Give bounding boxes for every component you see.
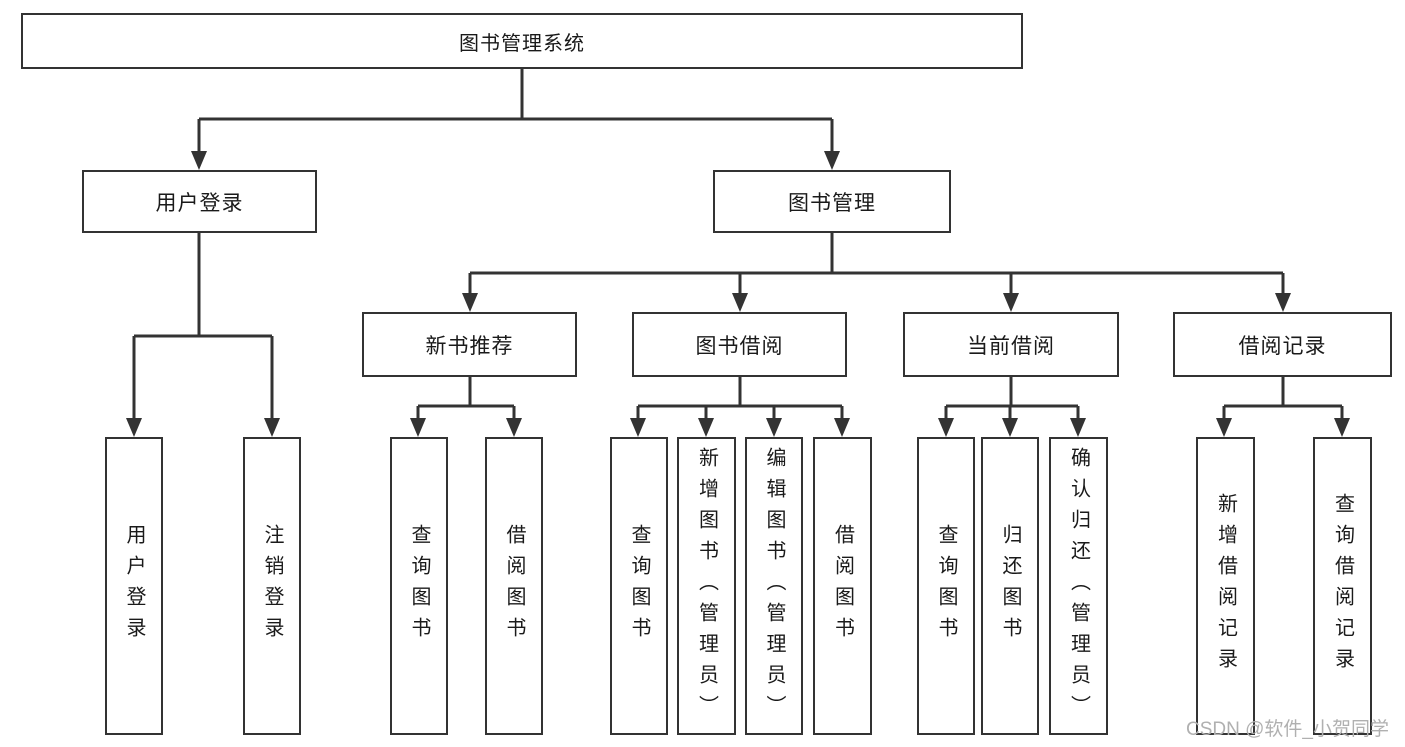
node-borrowing-records-label: 借阅记录 bbox=[1238, 334, 1327, 358]
connector-root-lines bbox=[197, 69, 834, 151]
leaf-query-books-recommend: 查询图书 bbox=[390, 437, 448, 735]
arrowhead-leaf-return-books bbox=[1002, 418, 1018, 437]
arrowhead-leaf-query-books-borrow bbox=[630, 418, 646, 437]
arrowhead-leaf-user-login bbox=[126, 418, 142, 437]
node-user-login-label: 用户登录 bbox=[155, 191, 244, 215]
connector-book-borrow-lines bbox=[636, 377, 844, 418]
leaf-add-borrow-record: 新增借阅记录 bbox=[1196, 437, 1255, 735]
connector-book-management-branch bbox=[462, 233, 1291, 312]
connector-new-book-rec-lines bbox=[416, 377, 516, 418]
leaf-query-borrow-record-label: 查询借阅记录 bbox=[1331, 493, 1354, 679]
arrowhead-leaf-add-books bbox=[698, 418, 714, 437]
leaf-add-borrow-record-label: 新增借阅记录 bbox=[1214, 493, 1237, 679]
node-book-management-label: 图书管理 bbox=[788, 191, 876, 215]
arrowhead-leaf-edit-books bbox=[766, 418, 782, 437]
leaf-return-books: 归还图书 bbox=[981, 437, 1039, 735]
leaf-query-borrow-record: 查询借阅记录 bbox=[1313, 437, 1372, 735]
connector-book-management-lines bbox=[468, 233, 1285, 293]
leaf-query-books-recommend-label: 查询图书 bbox=[408, 524, 430, 648]
node-current-borrowing-label: 当前借阅 bbox=[967, 334, 1055, 358]
arrowhead-leaf-query-books-rec bbox=[410, 418, 426, 437]
node-current-borrowing: 当前借阅 bbox=[903, 312, 1119, 377]
node-root-library-system: 图书管理系统 bbox=[21, 13, 1023, 69]
csdn-watermark: CSDN @软件_小贺同学 bbox=[1186, 719, 1389, 740]
node-book-management: 图书管理 bbox=[713, 170, 951, 233]
leaf-query-books-current-label: 查询图书 bbox=[935, 524, 957, 648]
arrowhead-book-management bbox=[824, 151, 840, 170]
leaf-query-books-borrow-label: 查询图书 bbox=[628, 524, 650, 648]
connector-current-borrow-lines bbox=[944, 377, 1080, 418]
leaf-confirm-return-admin-label: 确认归还（管理员） bbox=[1067, 446, 1090, 726]
node-root-label: 图书管理系统 bbox=[459, 32, 585, 55]
leaf-borrow-books-label: 借阅图书 bbox=[831, 524, 854, 648]
node-new-book-recommend: 新书推荐 bbox=[362, 312, 577, 377]
arrowhead-leaf-add-borrow-record bbox=[1216, 418, 1232, 437]
arrowhead-leaf-borrow-books bbox=[834, 418, 850, 437]
node-new-book-recommend-label: 新书推荐 bbox=[425, 334, 514, 358]
leaf-edit-books-admin-label: 编辑图书（管理员） bbox=[763, 446, 785, 726]
leaf-query-books-current: 查询图书 bbox=[917, 437, 975, 735]
connector-user-login-lines bbox=[132, 233, 274, 418]
connector-user-login-branch bbox=[126, 233, 280, 437]
arrowhead-leaf-logout bbox=[264, 418, 280, 437]
leaf-add-books-admin: 新增图书（管理员） bbox=[677, 437, 736, 735]
arrowhead-new-book-rec bbox=[462, 293, 478, 312]
arrowhead-borrow-records bbox=[1275, 293, 1291, 312]
leaf-borrow-books-recommend-label: 借阅图书 bbox=[503, 524, 525, 648]
arrowhead-leaf-confirm-return bbox=[1070, 418, 1086, 437]
node-user-login: 用户登录 bbox=[82, 170, 317, 233]
node-borrowing-records: 借阅记录 bbox=[1173, 312, 1392, 377]
arrowhead-leaf-borrow-books-rec bbox=[506, 418, 522, 437]
leaf-query-books-borrow: 查询图书 bbox=[610, 437, 668, 735]
connector-borrow-records-branch bbox=[1216, 377, 1350, 437]
connector-current-borrow-branch bbox=[938, 377, 1086, 437]
arrowhead-current-borrow bbox=[1003, 293, 1019, 312]
node-book-borrowing-label: 图书借阅 bbox=[695, 334, 784, 358]
connector-borrow-records-lines bbox=[1222, 377, 1344, 418]
leaf-borrow-books: 借阅图书 bbox=[813, 437, 872, 735]
leaf-logout-label: 注销登录 bbox=[261, 524, 283, 648]
leaf-user-login-label: 用户登录 bbox=[123, 524, 145, 648]
arrowhead-leaf-query-borrow-record bbox=[1334, 418, 1350, 437]
arrowhead-user-login bbox=[191, 151, 207, 170]
leaf-user-login: 用户登录 bbox=[105, 437, 163, 735]
leaf-return-books-label: 归还图书 bbox=[999, 524, 1021, 648]
connector-book-borrow-branch bbox=[630, 377, 850, 437]
arrowhead-leaf-query-books-current bbox=[938, 418, 954, 437]
leaf-add-books-admin-label: 新增图书（管理员） bbox=[695, 446, 718, 726]
node-book-borrowing: 图书借阅 bbox=[632, 312, 847, 377]
connector-new-book-rec-branch bbox=[410, 377, 522, 437]
leaf-confirm-return-admin: 确认归还（管理员） bbox=[1049, 437, 1108, 735]
connector-root-branch bbox=[191, 69, 840, 170]
leaf-logout: 注销登录 bbox=[243, 437, 301, 735]
leaf-borrow-books-recommend: 借阅图书 bbox=[485, 437, 543, 735]
arrowhead-book-borrow bbox=[732, 293, 748, 312]
leaf-edit-books-admin: 编辑图书（管理员） bbox=[745, 437, 803, 735]
